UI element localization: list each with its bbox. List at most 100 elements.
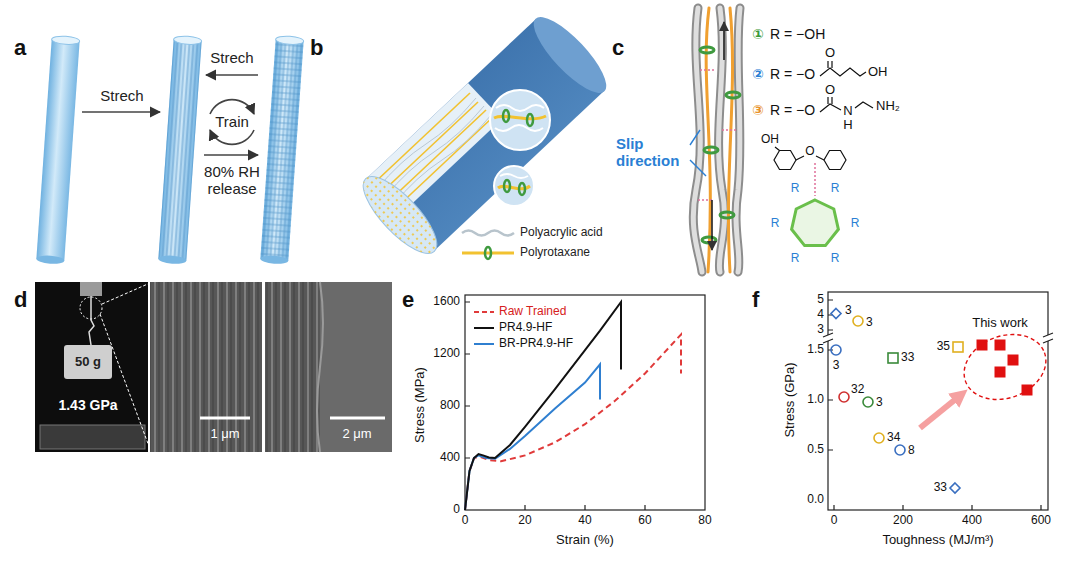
data-point: [888, 353, 898, 363]
polymer-strand: [736, 8, 740, 272]
fiber-plain: [51, 35, 79, 45]
photo: [89, 296, 94, 345]
ring-molecule: [702, 237, 716, 243]
annotation: This work: [972, 316, 1028, 331]
point-label: 3: [876, 396, 883, 410]
molecule-inset: [496, 105, 544, 111]
tick-label: 600: [1031, 514, 1051, 528]
fiber-grid: [275, 35, 303, 45]
scale-label: 1 μm: [210, 427, 239, 442]
point-label: 32: [851, 383, 864, 397]
legend-sample: [474, 311, 494, 313]
fiber-cutaway: [353, 166, 448, 263]
panel-letter: e: [402, 287, 414, 312]
panel-letter: c: [612, 35, 624, 60]
fiber-cutaway: [353, 166, 448, 263]
polymer-strand: [693, 8, 740, 272]
molecule-inset: [500, 174, 528, 178]
point-label: 3: [845, 304, 852, 318]
molecule-inset: [494, 166, 534, 206]
fiber-striped: [158, 35, 202, 264]
data-point: [863, 397, 873, 407]
chart-axes: [465, 302, 645, 510]
fiber-striped: [158, 39, 201, 260]
tick-label: 0: [453, 503, 460, 517]
process-label: Strech: [210, 49, 253, 66]
group-label: R: [791, 182, 800, 196]
this-work-point: [977, 340, 1033, 396]
hydrogen-bond: [698, 70, 815, 200]
ring-molecule: [704, 147, 718, 153]
fiber-striped: [158, 39, 201, 260]
fiber-cutaway: [380, 102, 478, 194]
atom-label: O: [825, 46, 835, 61]
chart-axes: [828, 292, 1048, 510]
process-arrow: [204, 154, 258, 156]
point-label: 3: [866, 316, 873, 330]
fiber-cutaway: [376, 98, 476, 190]
slip-arrow: [723, 22, 725, 60]
polymer-strand: [728, 8, 732, 272]
molecule-inset: [504, 180, 510, 192]
tick-label: 0.5: [807, 443, 824, 457]
molecule-inset: [527, 114, 533, 126]
chemical-bond: [775, 147, 824, 160]
tick-label: 80: [698, 514, 711, 528]
data-point: [895, 445, 905, 455]
data-point: [953, 342, 963, 352]
point-label: 8: [908, 444, 915, 458]
photo: [35, 282, 150, 452]
stress-strain-curve: [465, 364, 600, 510]
chart-axes: [465, 295, 705, 510]
atom-label: O: [805, 145, 814, 159]
ring-molecule: [700, 47, 714, 53]
process-label: Strech: [100, 87, 143, 104]
data-point: [950, 483, 960, 493]
axis-title: Stress (MPa): [413, 367, 428, 443]
tick-label: 1.5: [807, 343, 824, 357]
leader-line: [690, 130, 706, 176]
photo: [80, 282, 102, 296]
hydrogen-bond: [700, 69, 716, 71]
tick-label: 5: [817, 293, 824, 307]
annotation: Slip direction: [616, 135, 688, 170]
fiber-grid: [260, 255, 288, 265]
panel-letter: b: [310, 35, 323, 60]
molecule-inset: [495, 125, 543, 131]
legend-sample: [462, 252, 514, 255]
legend-sample: [474, 312, 494, 344]
legend-sample: [485, 247, 491, 259]
atom-label: O: [825, 83, 835, 98]
fiber-striped: [158, 255, 186, 265]
cyclodextrin-ring: [792, 200, 839, 246]
ring-molecule: [720, 212, 734, 218]
chemical-bond: [824, 151, 846, 170]
fiber-cutaway: [388, 110, 486, 202]
photo: [64, 345, 112, 379]
point-label: 3: [833, 359, 840, 373]
callout-number: ②: [752, 66, 764, 82]
axis-title: Toughness (MJ/m³): [882, 533, 993, 548]
data-point: [831, 309, 963, 494]
atom-label: NH₂: [876, 99, 900, 114]
point-label: 35: [937, 340, 950, 354]
callout-number: ①: [752, 26, 764, 42]
point-label: 33: [901, 351, 914, 365]
tick-label: 20: [518, 514, 531, 528]
chemical-bond: [820, 68, 866, 76]
stress-strain-curve: [465, 302, 681, 510]
legend-text: BR-PR4.9-HF: [499, 337, 573, 351]
fiber-grid: [260, 39, 303, 260]
group-label: R: [771, 217, 780, 231]
legend-sample: [462, 231, 514, 260]
sem-image: [265, 282, 320, 452]
atom-label: H: [843, 118, 852, 133]
slip-arrow: [711, 200, 713, 250]
fiber-grid: [260, 39, 303, 260]
process-label: 80% RH release: [199, 163, 265, 198]
tick-label: 0: [831, 514, 838, 528]
fiber-plain: [36, 35, 80, 264]
stress-strain-curve: [465, 335, 681, 511]
